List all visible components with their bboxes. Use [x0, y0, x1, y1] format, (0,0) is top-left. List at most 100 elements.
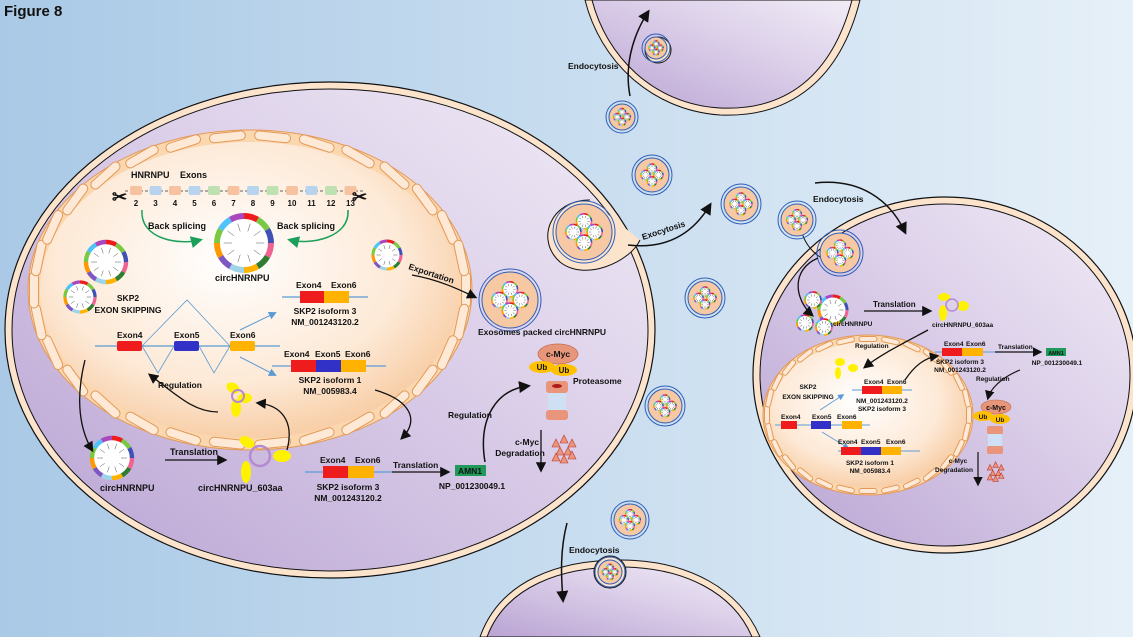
recipient-iso1-exon6 [881, 447, 901, 455]
peptide-fragment [563, 446, 573, 456]
exosome-circrna [624, 521, 636, 532]
nuclear-pore [881, 484, 900, 494]
circhnrnpu-label-cyto: circHNRNPU [100, 483, 155, 493]
exon-skipping-label: EXON SKIPPING [94, 305, 161, 315]
nuclear-pore [62, 364, 89, 397]
peptide-fragment [551, 452, 561, 462]
isoform1-exon4 [291, 360, 316, 372]
exons-label: Exons [180, 170, 207, 180]
recipient-translation-label-2: Translation [998, 344, 1033, 351]
amn1-box [455, 465, 486, 476]
circhnrnpu-label-recipient: circHNRNPU [833, 321, 873, 328]
recipient-cyto-iso3-accession: NM_001243120.2 [934, 367, 986, 374]
exon5-block [174, 341, 199, 351]
nuclear-pore [858, 488, 878, 494]
arrow-to-isoform1 [239, 356, 277, 376]
peptide-fragment [997, 472, 1005, 479]
exosome [610, 500, 650, 540]
recipient-nucleus [762, 334, 974, 496]
arrow-to-isoform3 [239, 312, 277, 331]
nuclear-pore [29, 271, 39, 309]
hnrnpu-exon [325, 186, 337, 195]
exosome [644, 385, 686, 427]
peptide-label-recipient: circHNRNPU_603aa [932, 322, 993, 329]
endocytosis-arrow-right [814, 181, 907, 235]
recipient-cyto-iso3-exon6 [962, 348, 983, 356]
nuclear-pore [902, 477, 921, 490]
recipient-iso3-name: SKP2 isoform 3 [858, 406, 906, 413]
cmyc-protein [537, 343, 579, 365]
recipient-amn1-label: AMN1 [1048, 351, 1064, 357]
exosome-circrna [833, 254, 847, 267]
exosome [631, 154, 673, 196]
hnrnpu-exon [266, 186, 279, 195]
circ-rnas [63, 40, 854, 581]
ub-label-1: Ub [537, 363, 548, 372]
nuclear-pore [953, 439, 965, 457]
nuclear-pore [796, 348, 814, 363]
scissors-left-icon: ✂ [112, 187, 127, 207]
back-splicing-label-right: Back splicing [277, 221, 335, 231]
recipient-cyto-iso3-exon4-label: Exon4 [944, 341, 964, 348]
nuclear-pore [298, 427, 335, 446]
isoform1-accession: NM_005983.4 [303, 386, 357, 396]
nuclear-pore [379, 390, 410, 419]
peptide-fragments [551, 434, 577, 464]
nuclear-pore [939, 359, 955, 376]
exosome-circrna [699, 286, 711, 297]
hnrnpu-exon-number: 9 [270, 199, 275, 208]
circhnrnpu-ring [815, 318, 833, 336]
isoform3-exon4-label: Exon4 [296, 280, 322, 290]
hnrnpu-exon-number: 13 [346, 199, 355, 208]
exosome-circrna [659, 407, 671, 418]
recipient-arrow-isoform1 [821, 431, 850, 449]
endocytosis-label-right: Endocytosis [813, 194, 864, 204]
nuclear-pore [815, 477, 834, 490]
exosome-circrna [735, 205, 747, 216]
nuclear-pore [815, 340, 834, 353]
peptide-fragment [551, 438, 561, 448]
figure-title: Figure 8 [4, 3, 63, 20]
hnrnpu-exon [247, 186, 259, 195]
exosomes [478, 33, 864, 588]
recipient-iso1-exon5-label: Exon5 [861, 439, 881, 446]
degradation-label-2: Degradation [495, 448, 545, 458]
recipient-degradation-label-2: Degradation [935, 467, 973, 474]
recipient-exon-skipping-label: EXON SKIPPING [782, 394, 833, 401]
peptide-import-arrow [255, 398, 290, 451]
nuclear-pore [125, 144, 159, 169]
hnrnpu-exon [130, 186, 142, 195]
recipient-regulation-arrow-2 [985, 369, 1021, 401]
nuclear-pore [764, 405, 770, 425]
nuclear-pore [208, 130, 246, 144]
recipient-iso1-name: SKP2 isoform 1 [846, 460, 894, 467]
cmyc-label: c-Myc [546, 349, 570, 359]
peptide-fragment [997, 463, 1005, 471]
proteasome [546, 381, 568, 420]
nuclear-pore [781, 359, 797, 376]
nuclear-pore [836, 484, 855, 494]
exportation-arrow [411, 274, 478, 299]
isoform-export-arrow [374, 389, 412, 440]
hnrnpu-exon [305, 186, 318, 195]
ub-2 [551, 364, 577, 376]
isoform3-exon6-label: Exon6 [331, 280, 357, 290]
amn1-accession: NP_001230049.1 [439, 481, 505, 491]
splice-include-line [141, 345, 231, 374]
cyto-isoform3-exon6 [348, 466, 374, 478]
peptide-fragment [986, 463, 994, 471]
hnrnpu-exon-number: 7 [231, 199, 236, 208]
nuclear-pore [42, 210, 64, 245]
translation-label-recipient: Translation [873, 300, 916, 309]
recipient-exon4 [781, 421, 797, 429]
peptide-fragment [567, 450, 577, 460]
nuclear-pore [461, 271, 471, 309]
recipient-iso3-accession: NM_001243120.2 [856, 398, 908, 405]
exon6-block [230, 341, 255, 351]
exon4-label: Exon4 [117, 330, 143, 340]
hnrnpu-exon [149, 186, 162, 195]
recipient-iso1-accession: NM_005983.4 [850, 468, 891, 475]
nuclear-pore [939, 454, 955, 471]
nuclear-pore [125, 411, 159, 436]
